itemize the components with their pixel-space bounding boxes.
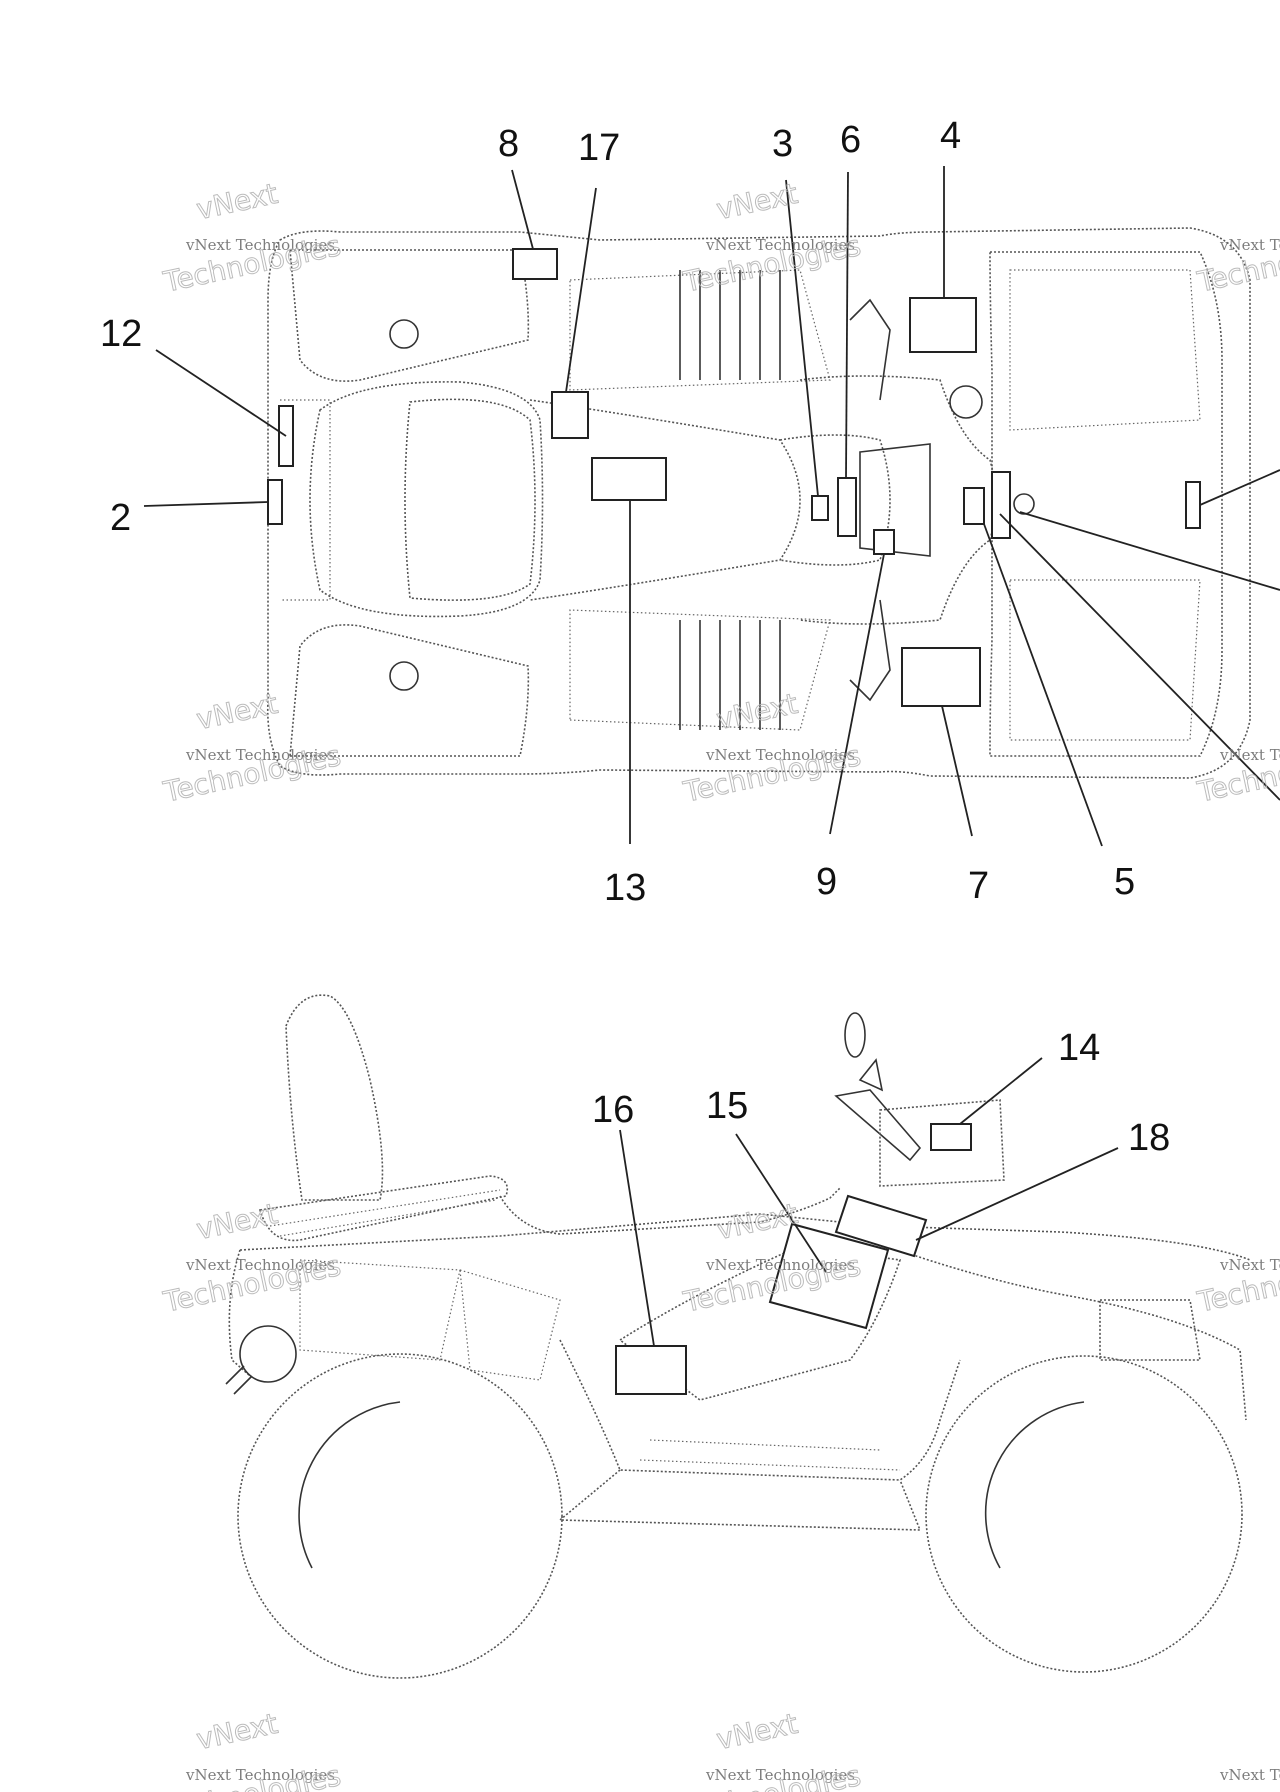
watermark: vNext vNext Technologies Technologies bbox=[159, 686, 344, 809]
svg-text:vNext Technologies: vNext Technologies bbox=[185, 1766, 335, 1784]
callout-16: 16 bbox=[592, 1089, 634, 1131]
watermark: vNext vNext Technologies Technologies bbox=[679, 1706, 864, 1792]
svg-text:vNext: vNext bbox=[194, 1197, 281, 1246]
callout-6: 6 bbox=[840, 119, 861, 161]
side-view-callouts: 14 16 15 18 bbox=[592, 1027, 1170, 1159]
side-view-decals bbox=[615, 1123, 972, 1395]
svg-text:vNext Technologies: vNext Technologies bbox=[1219, 1766, 1280, 1784]
top-view-decals bbox=[267, 248, 1201, 707]
callout-7: 7 bbox=[968, 865, 989, 907]
atv-side-view bbox=[225, 994, 1251, 1679]
svg-text:vNext Technologies: vNext Technologies bbox=[1219, 236, 1280, 254]
top-view-leaders bbox=[143, 166, 1280, 847]
side-view-leaders bbox=[619, 1057, 1119, 1347]
svg-text:vNext: vNext bbox=[714, 1707, 801, 1756]
watermark: vNext Technologies Technologies bbox=[1193, 228, 1280, 299]
svg-text:vNext: vNext bbox=[194, 177, 281, 226]
watermark: vNext Technologies Technologies bbox=[1193, 738, 1280, 809]
watermark: vNext vNext Technologies Technologies bbox=[679, 686, 864, 809]
top-view-callouts: 8 17 3 6 4 12 2 13 9 7 5 bbox=[100, 115, 1135, 909]
callout-15: 15 bbox=[706, 1085, 748, 1127]
callout-2: 2 bbox=[110, 497, 131, 539]
svg-text:vNext Technologies: vNext Technologies bbox=[705, 236, 855, 254]
svg-text:vNext Technologies: vNext Technologies bbox=[1219, 1256, 1280, 1274]
watermark: vNext Technologies Technologies bbox=[1193, 1248, 1280, 1319]
callout-5: 5 bbox=[1114, 861, 1135, 903]
callout-3: 3 bbox=[772, 123, 793, 165]
svg-text:vNext Technologies: vNext Technologies bbox=[705, 746, 855, 764]
callout-8: 8 bbox=[498, 123, 519, 165]
svg-text:vNext Technologies: vNext Technologies bbox=[705, 1766, 855, 1784]
svg-text:vNext Technologies: vNext Technologies bbox=[185, 746, 335, 764]
svg-text:vNext Technologies: vNext Technologies bbox=[185, 1256, 335, 1274]
callout-14: 14 bbox=[1058, 1027, 1100, 1069]
callout-13: 13 bbox=[604, 867, 646, 909]
callout-17: 17 bbox=[578, 127, 620, 169]
svg-text:vNext Technologies: vNext Technologies bbox=[185, 236, 335, 254]
svg-text:vNext Technologies: vNext Technologies bbox=[1219, 746, 1280, 764]
svg-text:vNext: vNext bbox=[194, 1707, 281, 1756]
callout-4: 4 bbox=[940, 115, 961, 157]
callout-9: 9 bbox=[816, 861, 837, 903]
watermarks: vNext vNext Technologies Technologies vN… bbox=[159, 176, 1280, 1792]
callout-12: 12 bbox=[100, 313, 142, 355]
watermark: vNext vNext Technologies Technologies bbox=[159, 1196, 344, 1319]
svg-text:vNext: vNext bbox=[714, 687, 801, 736]
atv-top-view bbox=[266, 227, 1251, 779]
svg-text:vNext Technologies: vNext Technologies bbox=[705, 1256, 855, 1274]
callout-18: 18 bbox=[1128, 1117, 1170, 1159]
svg-text:vNext: vNext bbox=[714, 177, 801, 226]
watermark: vNext Technologies bbox=[1219, 1766, 1280, 1784]
watermark: vNext vNext Technologies Technologies bbox=[159, 176, 344, 299]
watermark: vNext vNext Technologies Technologies bbox=[679, 176, 864, 299]
svg-text:vNext: vNext bbox=[194, 687, 281, 736]
watermark: vNext vNext Technologies Technologies bbox=[159, 1706, 344, 1792]
